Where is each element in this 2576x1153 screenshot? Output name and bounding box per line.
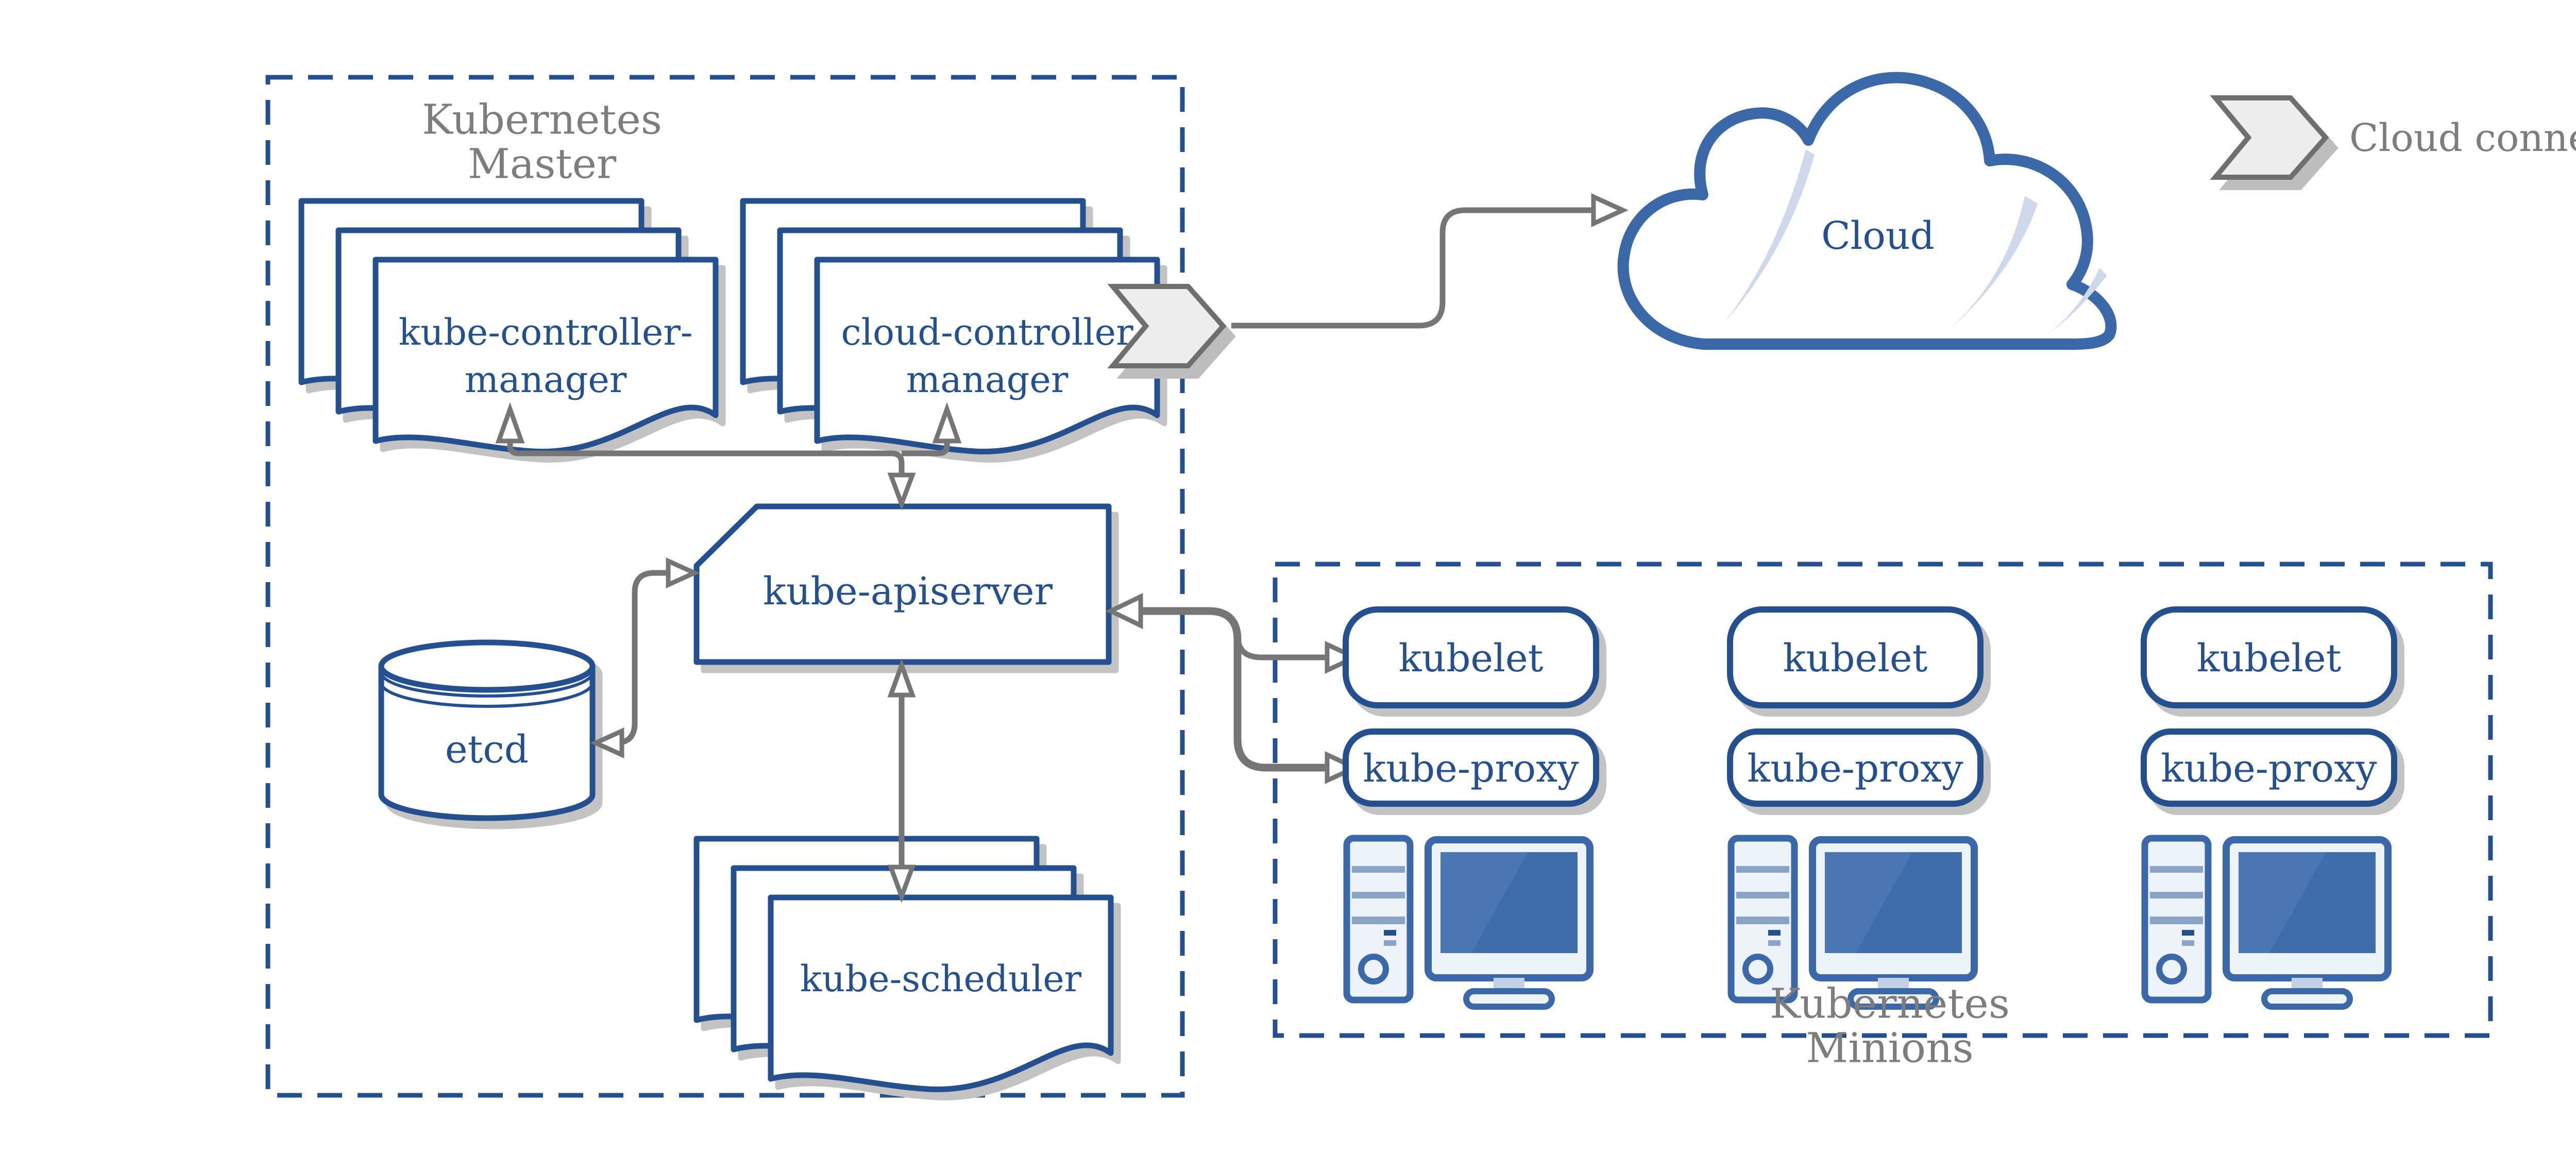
kube-proxy-label-2: kube-proxy xyxy=(1747,747,1963,791)
kubelet-label-2: kubelet xyxy=(1783,636,1928,681)
minion-node-1: kubelet kube-proxy xyxy=(1343,606,1599,1007)
master-title-line1: Kubernetes xyxy=(422,96,662,144)
cloud-connector-icon xyxy=(1107,284,1227,368)
arrowhead-left-etcd xyxy=(590,727,624,758)
kubernetes-master-box xyxy=(265,75,1185,1098)
minions-title-line1: Kubernetes xyxy=(1770,980,2010,1028)
kubelet-label-3: kubelet xyxy=(2197,636,2342,681)
cloud-controller-manager-label-line1: cloud-controller xyxy=(841,311,1133,353)
apiserver-scheduler-connector xyxy=(887,658,916,904)
arrowhead-right-kubelet xyxy=(1325,640,1361,674)
kube-controller-manager-label-line2: manager xyxy=(465,359,627,401)
cloud-label: Cloud xyxy=(1821,214,1935,258)
kubelet-label-1: kubelet xyxy=(1399,636,1544,681)
master-title-line2: Master xyxy=(468,140,617,188)
cloud-highlight-2 xyxy=(1940,196,2038,337)
kubelet-box-1 xyxy=(1343,606,1599,708)
arrowhead-right-cloud xyxy=(1591,193,1629,227)
etcd-label: etcd xyxy=(445,727,529,772)
legend-cloud-connector-label: Cloud connector xyxy=(2349,116,2576,160)
apiserver-node-connector xyxy=(1105,592,1361,785)
kube-scheduler-label: kube-scheduler xyxy=(800,958,1082,1000)
arrowhead-up-kube-controller xyxy=(495,402,525,444)
kube-proxy-box-3 xyxy=(2141,728,2397,807)
kubelet-box-3 xyxy=(2141,606,2397,708)
cloud-highlight-3 xyxy=(2043,268,2107,337)
kube-proxy-box-2 xyxy=(1727,728,1984,807)
etcd-apiserver-connector xyxy=(590,557,700,758)
cloud-shape xyxy=(1617,72,2117,350)
arrowhead-right-apiserver xyxy=(666,557,700,588)
etcd-cylinder xyxy=(378,639,596,821)
kubernetes-minions-box xyxy=(1273,562,2493,1038)
minions-title-line2: Minions xyxy=(1806,1024,1973,1072)
minion-node-2: kubelet kube-proxy xyxy=(1727,606,1984,1007)
kube-controller-manager-label-line1: kube-controller- xyxy=(399,311,693,353)
arrowhead-up-apiserver xyxy=(887,658,916,698)
legend-cloud-connector-icon xyxy=(2210,95,2329,180)
kube-proxy-box-1 xyxy=(1343,728,1599,807)
arrowhead-down-apiserver xyxy=(887,472,916,511)
arrowhead-right-kube-proxy xyxy=(1325,751,1361,785)
minion-node-3: kubelet kube-proxy xyxy=(2141,606,2397,1007)
cloud-controller-manager-label-line2: manager xyxy=(906,359,1069,401)
arrowhead-down-scheduler xyxy=(887,864,916,904)
cloud-connector-line xyxy=(1231,193,1629,329)
kube-proxy-label-3: kube-proxy xyxy=(2161,747,2377,791)
workstation-icon-3 xyxy=(2145,838,2388,1007)
workstation-icon-1 xyxy=(1347,838,1590,1007)
arrowhead-left-apiserver xyxy=(1105,592,1143,630)
controllers-apiserver-connector xyxy=(495,402,962,511)
kube-proxy-label-1: kube-proxy xyxy=(1363,747,1579,791)
kubelet-box-2 xyxy=(1727,606,1984,708)
arrowhead-up-cloud-controller xyxy=(932,402,962,444)
cloud-highlight-1 xyxy=(1725,149,1815,322)
kube-apiserver-label: kube-apiserver xyxy=(763,569,1053,614)
